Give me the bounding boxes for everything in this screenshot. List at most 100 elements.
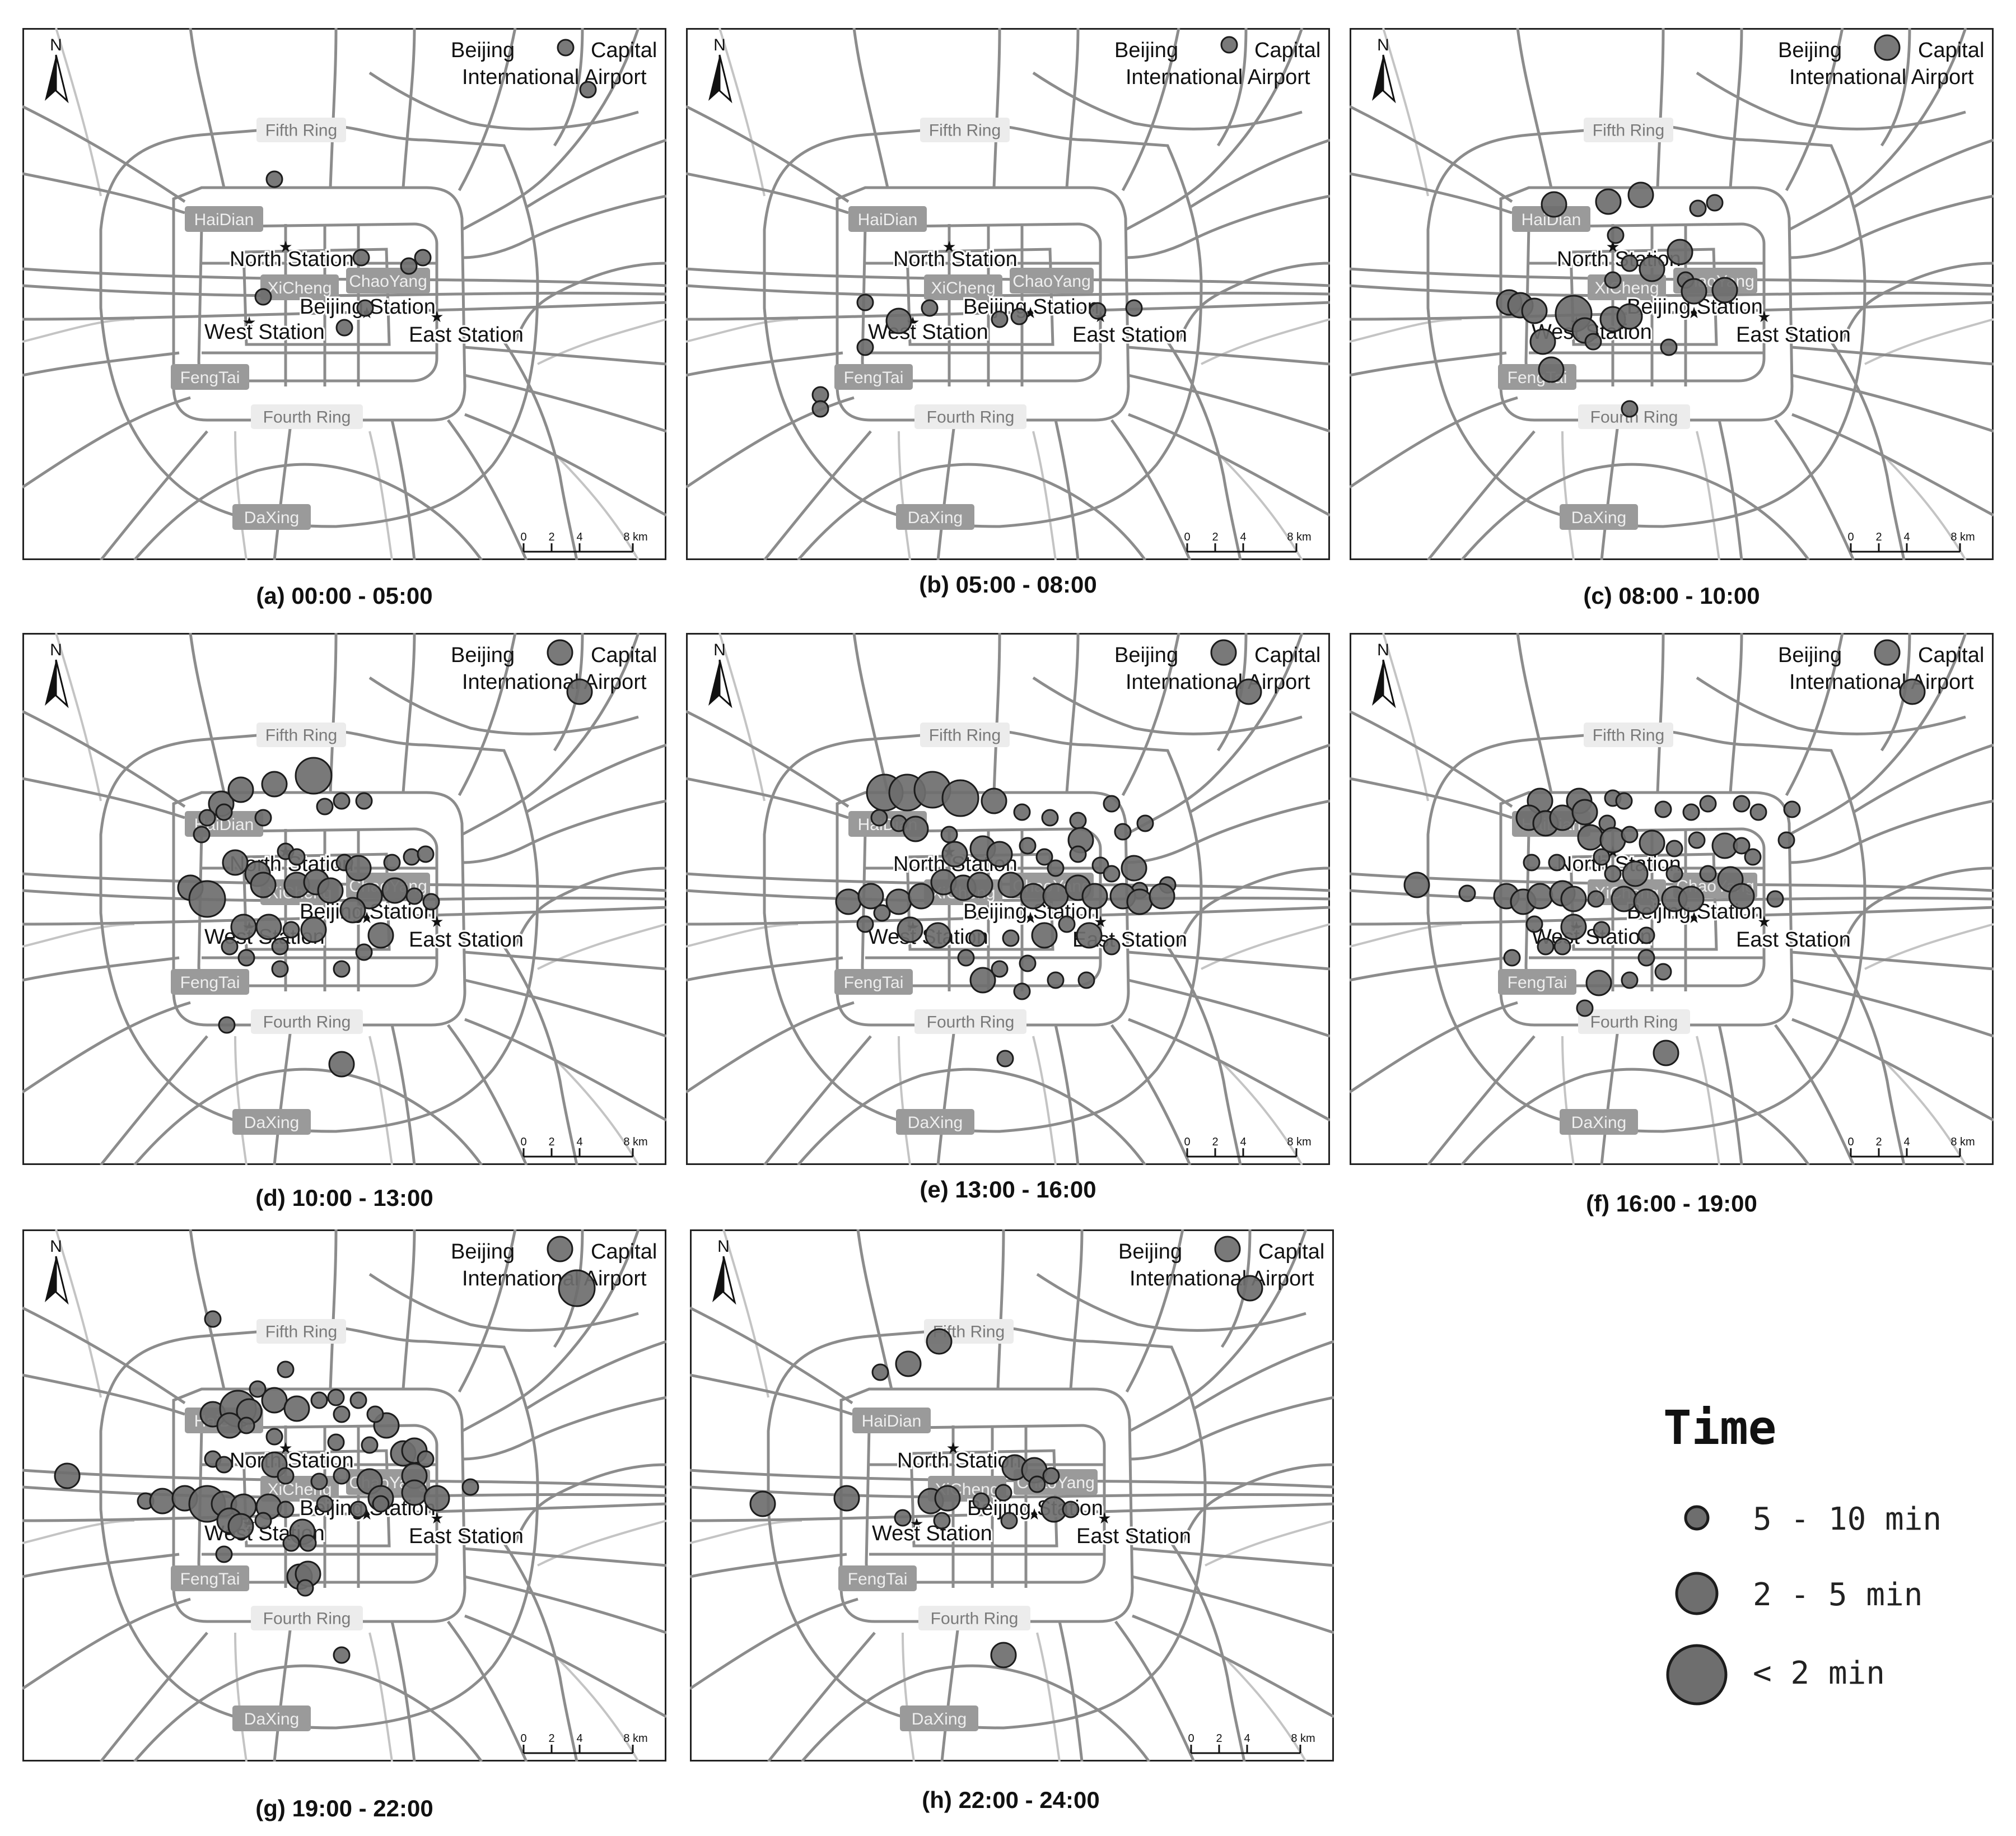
- road: [1788, 633, 1967, 836]
- scale-bar-line: [1850, 1148, 1961, 1158]
- ring-label-fifth-text: Fifth Ring: [929, 726, 1001, 745]
- time-point: [1733, 795, 1751, 813]
- road: [22, 396, 191, 489]
- minor-road: [55, 1229, 102, 1398]
- road: [1656, 28, 1665, 188]
- time-point: [1560, 914, 1587, 940]
- road: [1036, 1273, 1306, 1332]
- time-point: [254, 1512, 272, 1530]
- road: [856, 1229, 893, 1390]
- road: [1128, 346, 1330, 366]
- time-point: [1529, 328, 1556, 355]
- time-point: [54, 1462, 81, 1489]
- airport-label-capital: Capital: [1918, 39, 1984, 62]
- road: [464, 1018, 666, 1122]
- time-point: [254, 809, 272, 827]
- road: [1350, 351, 1507, 377]
- scale-tick-2: 2: [1212, 531, 1218, 543]
- time-point: [1010, 307, 1028, 325]
- road: [1177, 262, 1330, 342]
- ring-label-fourth: Fourth Ring: [914, 1009, 1026, 1034]
- road: [686, 956, 843, 982]
- road: [464, 413, 666, 517]
- time-point: [1595, 188, 1622, 215]
- road: [458, 1229, 517, 1393]
- minor-road: [553, 1654, 640, 1762]
- time-point: [316, 798, 334, 816]
- time-point: [1125, 299, 1143, 317]
- time-point: [250, 872, 277, 898]
- minor-road: [718, 28, 766, 197]
- time-point: [1899, 678, 1926, 705]
- district-label-fengtai: FengTai: [834, 364, 913, 390]
- time-point: [833, 1485, 860, 1512]
- district-label-fengtai: FengTai: [171, 364, 249, 390]
- road: [22, 956, 180, 982]
- road: [1054, 1024, 1080, 1165]
- time-point: [345, 855, 372, 882]
- time-point: [1621, 971, 1639, 989]
- road: [514, 262, 666, 342]
- road: [22, 172, 185, 215]
- road: [22, 1553, 180, 1578]
- time-point: [1633, 888, 1660, 915]
- time-point: [857, 883, 884, 910]
- district-label-fengtai-text: FengTai: [1508, 973, 1567, 992]
- road: [909, 1449, 1058, 1548]
- road: [1189, 743, 1330, 814]
- minor-road: [368, 1036, 393, 1165]
- minor-road: [1561, 431, 1575, 560]
- road: [1350, 777, 1513, 819]
- district-label-fengtai-box: [834, 969, 913, 995]
- road: [1516, 633, 1553, 793]
- time-point: [941, 779, 979, 817]
- ring-label-fourth-text: Fourth Ring: [263, 1013, 351, 1032]
- time-point: [566, 678, 593, 705]
- time-points: [254, 39, 597, 337]
- time-point: [967, 872, 993, 898]
- time-point: [1560, 886, 1587, 912]
- time-point: [1214, 1236, 1241, 1262]
- scale-tick-2: 2: [548, 531, 554, 543]
- north-arrow-left: [45, 55, 56, 101]
- legend-symbol-small: [1684, 1505, 1710, 1531]
- road: [763, 1035, 872, 1165]
- time-point: [383, 854, 401, 872]
- time-point: [1728, 883, 1755, 910]
- district-label-daxing: DaXing: [232, 504, 311, 530]
- district-label-daxing-box: [1560, 504, 1638, 530]
- time-point: [1236, 1275, 1263, 1302]
- time-point: [317, 877, 344, 904]
- road: [1128, 413, 1330, 517]
- airport-label-international: International Airport: [462, 66, 647, 89]
- legend-symbol-medium: [1675, 1572, 1719, 1615]
- ring-label-fourth-text: Fourth Ring: [927, 1013, 1015, 1032]
- time-point: [1621, 254, 1639, 272]
- time-point: [1706, 194, 1724, 212]
- road: [172, 791, 466, 1027]
- time-point: [1744, 848, 1762, 866]
- road: [1125, 194, 1330, 259]
- time-point: [1525, 915, 1543, 933]
- scale-tick-8km: 8 km: [1291, 1732, 1315, 1745]
- station-label-west: West Station: [204, 320, 325, 344]
- time-point: [1874, 639, 1901, 666]
- time-point: [327, 1433, 345, 1451]
- time-point: [547, 639, 573, 666]
- ring-label-fourth-box: [251, 1606, 363, 1630]
- ring-label-fifth-box: [256, 723, 346, 747]
- station-label-north: North Station: [230, 1449, 354, 1472]
- road: [100, 1632, 208, 1762]
- minor-road: [22, 318, 135, 343]
- time-point: [1576, 999, 1594, 1017]
- ring-label-fourth-text: Fourth Ring: [927, 408, 1015, 427]
- scale-tick-4: 4: [576, 531, 582, 543]
- time-point: [295, 757, 333, 795]
- minor-road: [1205, 1520, 1334, 1567]
- east-station-star: ★: [430, 308, 444, 325]
- ring-label-fourth: Fourth Ring: [251, 404, 363, 429]
